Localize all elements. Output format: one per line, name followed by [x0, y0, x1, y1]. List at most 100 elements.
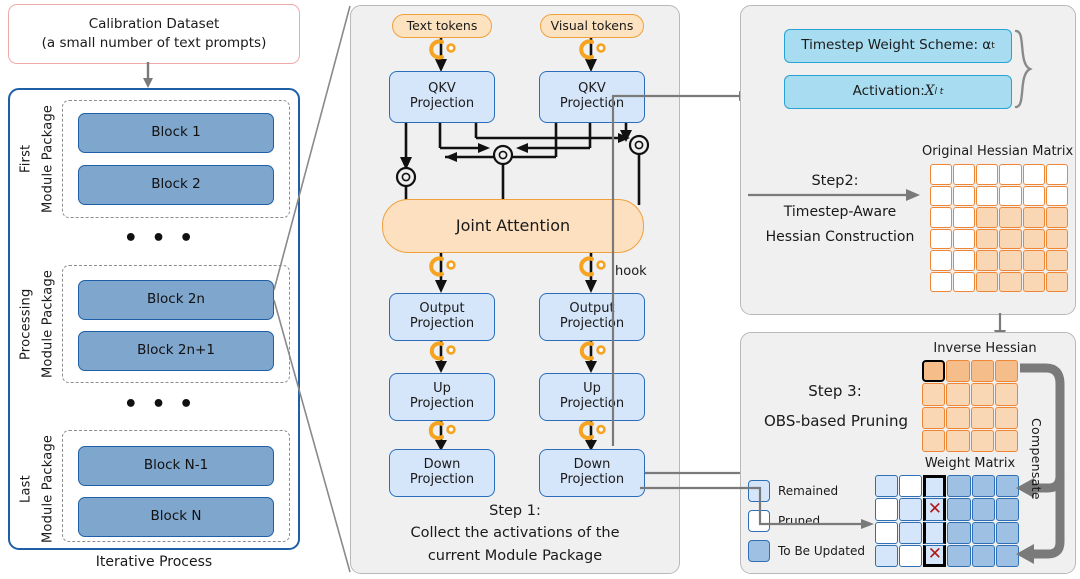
weight-cell	[947, 475, 971, 498]
activation-label: Activation:	[852, 83, 925, 100]
timestep-weight-subscript: t	[991, 40, 995, 51]
legend-item: To Be Updated	[748, 536, 876, 566]
legend-swatch	[748, 540, 770, 562]
inverse-hessian-cell	[946, 383, 970, 406]
group-label-first: First	[18, 144, 34, 174]
hook-label: hook	[615, 264, 647, 279]
calibration-line-1: Calibration Dataset	[88, 16, 220, 33]
hessian-cell	[930, 164, 953, 185]
hessian-cell	[1045, 250, 1068, 271]
text-tokens-box[interactable]: Text tokens	[392, 14, 492, 38]
visual-tokens-box[interactable]: Visual tokens	[540, 14, 644, 38]
weight-cell-pruned: ✕	[923, 544, 947, 567]
hook-icon-attn-out-text	[429, 253, 456, 293]
step2-line-2: Hessian Construction	[765, 229, 915, 246]
inverse-hessian-cell	[922, 383, 946, 406]
inverse-hessian-cell	[946, 429, 970, 452]
inverse-hessian-cell	[946, 360, 970, 383]
legend-to-weight-arrow	[640, 486, 874, 529]
inverse-hessian-cell	[922, 360, 946, 383]
hessian-cell	[976, 185, 999, 206]
hessian-cell	[1045, 207, 1068, 228]
inverse-hessian-cell	[970, 429, 994, 452]
hessian-cell	[1022, 164, 1045, 185]
zoom-connector-lines	[273, 5, 351, 573]
hessian-cell	[953, 228, 976, 249]
hessian-cell	[1022, 271, 1045, 292]
hessian-cell	[999, 164, 1022, 185]
weight-cell	[899, 498, 923, 521]
step3-title: Step 3:	[808, 381, 862, 400]
inverse-hessian-cell	[994, 383, 1018, 406]
hessian-cell	[930, 228, 953, 249]
hessian-cell	[930, 271, 953, 292]
attention-routing-network	[395, 123, 650, 205]
original-hessian-matrix	[930, 164, 1068, 292]
block-1[interactable]: Block 1	[78, 113, 274, 153]
step2-arrow	[748, 189, 920, 201]
group-label-last: Last	[18, 475, 34, 503]
weight-cell	[947, 498, 971, 521]
weight-cell	[995, 498, 1019, 521]
joint-attention-box[interactable]: Joint Attention	[382, 199, 644, 253]
hessian-cell	[930, 250, 953, 271]
hessian-cell	[953, 207, 976, 228]
weight-matrix: ✕✕	[875, 475, 1019, 567]
inverse-hessian-caption: Inverse Hessian	[933, 340, 1037, 356]
original-hessian-caption: Original Hessian Matrix	[922, 144, 1074, 159]
weight-cell	[971, 475, 995, 498]
inverse-hessian-cell	[994, 406, 1018, 429]
legend-label: To Be Updated	[778, 544, 865, 558]
step3-subtitle: OBS-based Pruning	[764, 411, 908, 430]
hessian-cell	[953, 250, 976, 271]
hessian-cell	[976, 207, 999, 228]
weight-cell	[971, 498, 995, 521]
group-sublabel-first: Module Package	[40, 104, 56, 214]
hook-icon-attn-out-visual	[579, 253, 606, 293]
inverse-hessian-cell	[970, 383, 994, 406]
block-2[interactable]: Block 2	[78, 165, 274, 205]
hessian-cell	[976, 228, 999, 249]
weight-cell	[971, 521, 995, 544]
step1-caption: Step 1: Collect the activations of the c…	[358, 500, 672, 574]
weight-cell	[875, 475, 899, 498]
block-2n[interactable]: Block 2n	[78, 280, 274, 320]
hook-icon-up-down-text	[428, 421, 456, 451]
hessian-cell	[1045, 228, 1068, 249]
block-2n-plus-1[interactable]: Block 2n+1	[78, 331, 274, 371]
legend-item: Remained	[748, 476, 876, 506]
step1-line-1: Collect the activations of the	[410, 525, 620, 542]
hessian-cell	[976, 164, 999, 185]
hessian-cell	[1045, 164, 1068, 185]
block-n-minus-1[interactable]: Block N-1	[78, 446, 274, 486]
inverse-hessian-cell	[994, 429, 1018, 452]
weight-cell	[899, 521, 923, 544]
weight-cell	[899, 475, 923, 498]
step2-line-1: Timestep-Aware	[783, 204, 897, 221]
group-label-processing: Processing	[18, 288, 34, 360]
weight-cell	[923, 475, 947, 498]
inverse-hessian-cell	[946, 406, 970, 429]
activation-connector-arrow	[611, 91, 752, 446]
hessian-cell	[1022, 185, 1045, 206]
hessian-cell	[953, 185, 976, 206]
weight-cell	[995, 475, 1019, 498]
hook-icon-out-up-text	[429, 341, 456, 373]
activation-subscript: l t	[934, 86, 944, 97]
weight-cell	[875, 521, 899, 544]
iterative-process-label: Iterative Process	[95, 554, 213, 571]
hessian-cell	[1022, 228, 1045, 249]
ellipsis-bottom: • • •	[123, 391, 197, 417]
hessian-cell	[1022, 207, 1045, 228]
block-n[interactable]: Block N	[78, 497, 274, 537]
